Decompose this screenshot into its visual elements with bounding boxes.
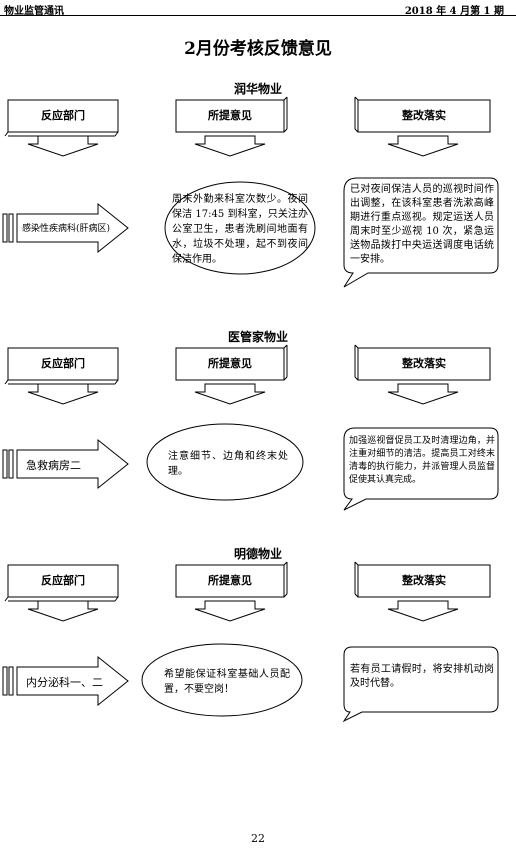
down-arrow-opinion (194, 600, 266, 622)
action-callout (342, 646, 499, 723)
issue-label: 2018 年 4 月第 1 期 (404, 6, 504, 17)
action-text: 加强巡视督促员工及时清理边角，并注重对细节的清洁。提高员工对终末清毒的执行能力，… (349, 436, 495, 485)
tab-stripe (2, 213, 8, 243)
tab-stripe (2, 449, 8, 479)
action-callout (343, 177, 499, 288)
header-dept-label: 反应部门 (41, 357, 85, 370)
feedback-section-runhua: 润华物业 反应部门 所提意见 整改落实 感染性疾病科(肝病区) 周末外勤来科室次… (0, 80, 516, 320)
flow-shapes (2, 561, 499, 723)
header-box-action (354, 344, 491, 381)
header-box-opinion (175, 96, 288, 133)
header-action-label: 整改落实 (402, 574, 446, 587)
opinion-text: 周末外勤来科室次数少。夜间保洁 17:45 到科室，只关注办公室卫生，患者洗刷间… (172, 194, 308, 265)
action-text: 若有员工请假时，将安排机动岗及时代替。 (350, 664, 494, 689)
tab-stripe (8, 449, 14, 479)
down-arrow-action (387, 600, 459, 622)
header-opinion-label: 所提意见 (208, 109, 252, 122)
feedback-section-mingde: 明德物业 反应部门 所提意见 整改落实 内分泌科一、二 希望能保证科室基础人员配… (0, 545, 516, 785)
tab-stripe (8, 213, 14, 243)
header-box-action (354, 561, 491, 598)
page-title: 2月份考核反馈意见 (184, 39, 332, 59)
down-arrow-opinion (194, 383, 266, 405)
tab-stripe (8, 666, 14, 696)
dept-arrow (16, 655, 129, 707)
opinion-text: 希望能保证科室基础人员配置，不要空岗！ (164, 669, 290, 695)
header-opinion-label: 所提意见 (208, 357, 252, 370)
down-arrow-action (387, 383, 459, 405)
down-arrow-dept (27, 135, 99, 157)
action-text: 已对夜间保洁人员的巡视时间作出调整，在该科室患者洗漱高峰期进行重点巡视。规定运送… (350, 184, 494, 265)
header-box-action (354, 96, 491, 133)
dept-name: 感染性疾病科(肝病区) (22, 224, 111, 234)
dept-arrow (16, 438, 129, 490)
header-divider (0, 15, 516, 16)
down-arrow-opinion (194, 135, 266, 157)
header-box-dept (4, 564, 119, 602)
tab-stripe (2, 666, 8, 696)
opinion-bubble (146, 423, 304, 501)
opinion-text: 注意细节、边角和终末处理。 (168, 451, 288, 477)
page-number: 22 (251, 832, 265, 845)
dept-name: 内分泌科一、二 (26, 676, 103, 689)
down-arrow-dept (27, 383, 99, 405)
publication-name: 物业监管通讯 (4, 6, 64, 17)
flow-shapes (2, 344, 499, 511)
header-box-opinion (175, 561, 288, 598)
header-dept-label: 反应部门 (41, 109, 85, 122)
action-callout (343, 427, 499, 511)
header-action-label: 整改落实 (402, 109, 446, 122)
header-box-dept (4, 347, 119, 385)
section-company: 医管家物业 (227, 330, 288, 344)
dept-name: 急救病房二 (26, 459, 81, 472)
opinion-bubble (164, 181, 316, 275)
down-arrow-dept (27, 600, 99, 622)
header-opinion-label: 所提意见 (208, 574, 252, 587)
flow-shapes (2, 96, 499, 288)
dept-arrow (16, 202, 129, 254)
header-action-label: 整改落实 (402, 357, 446, 370)
opinion-bubble (141, 643, 303, 717)
section-company: 明德物业 (233, 547, 282, 561)
header-box-opinion (175, 344, 288, 381)
section-company: 润华物业 (233, 82, 282, 96)
feedback-section-yiguanjia: 医管家物业 反应部门 所提意见 整改落实 急救病房二 注意细节、边角和终末处理。… (0, 328, 516, 568)
header-dept-label: 反应部门 (41, 574, 85, 587)
down-arrow-action (387, 135, 459, 157)
header-box-dept (4, 99, 119, 137)
